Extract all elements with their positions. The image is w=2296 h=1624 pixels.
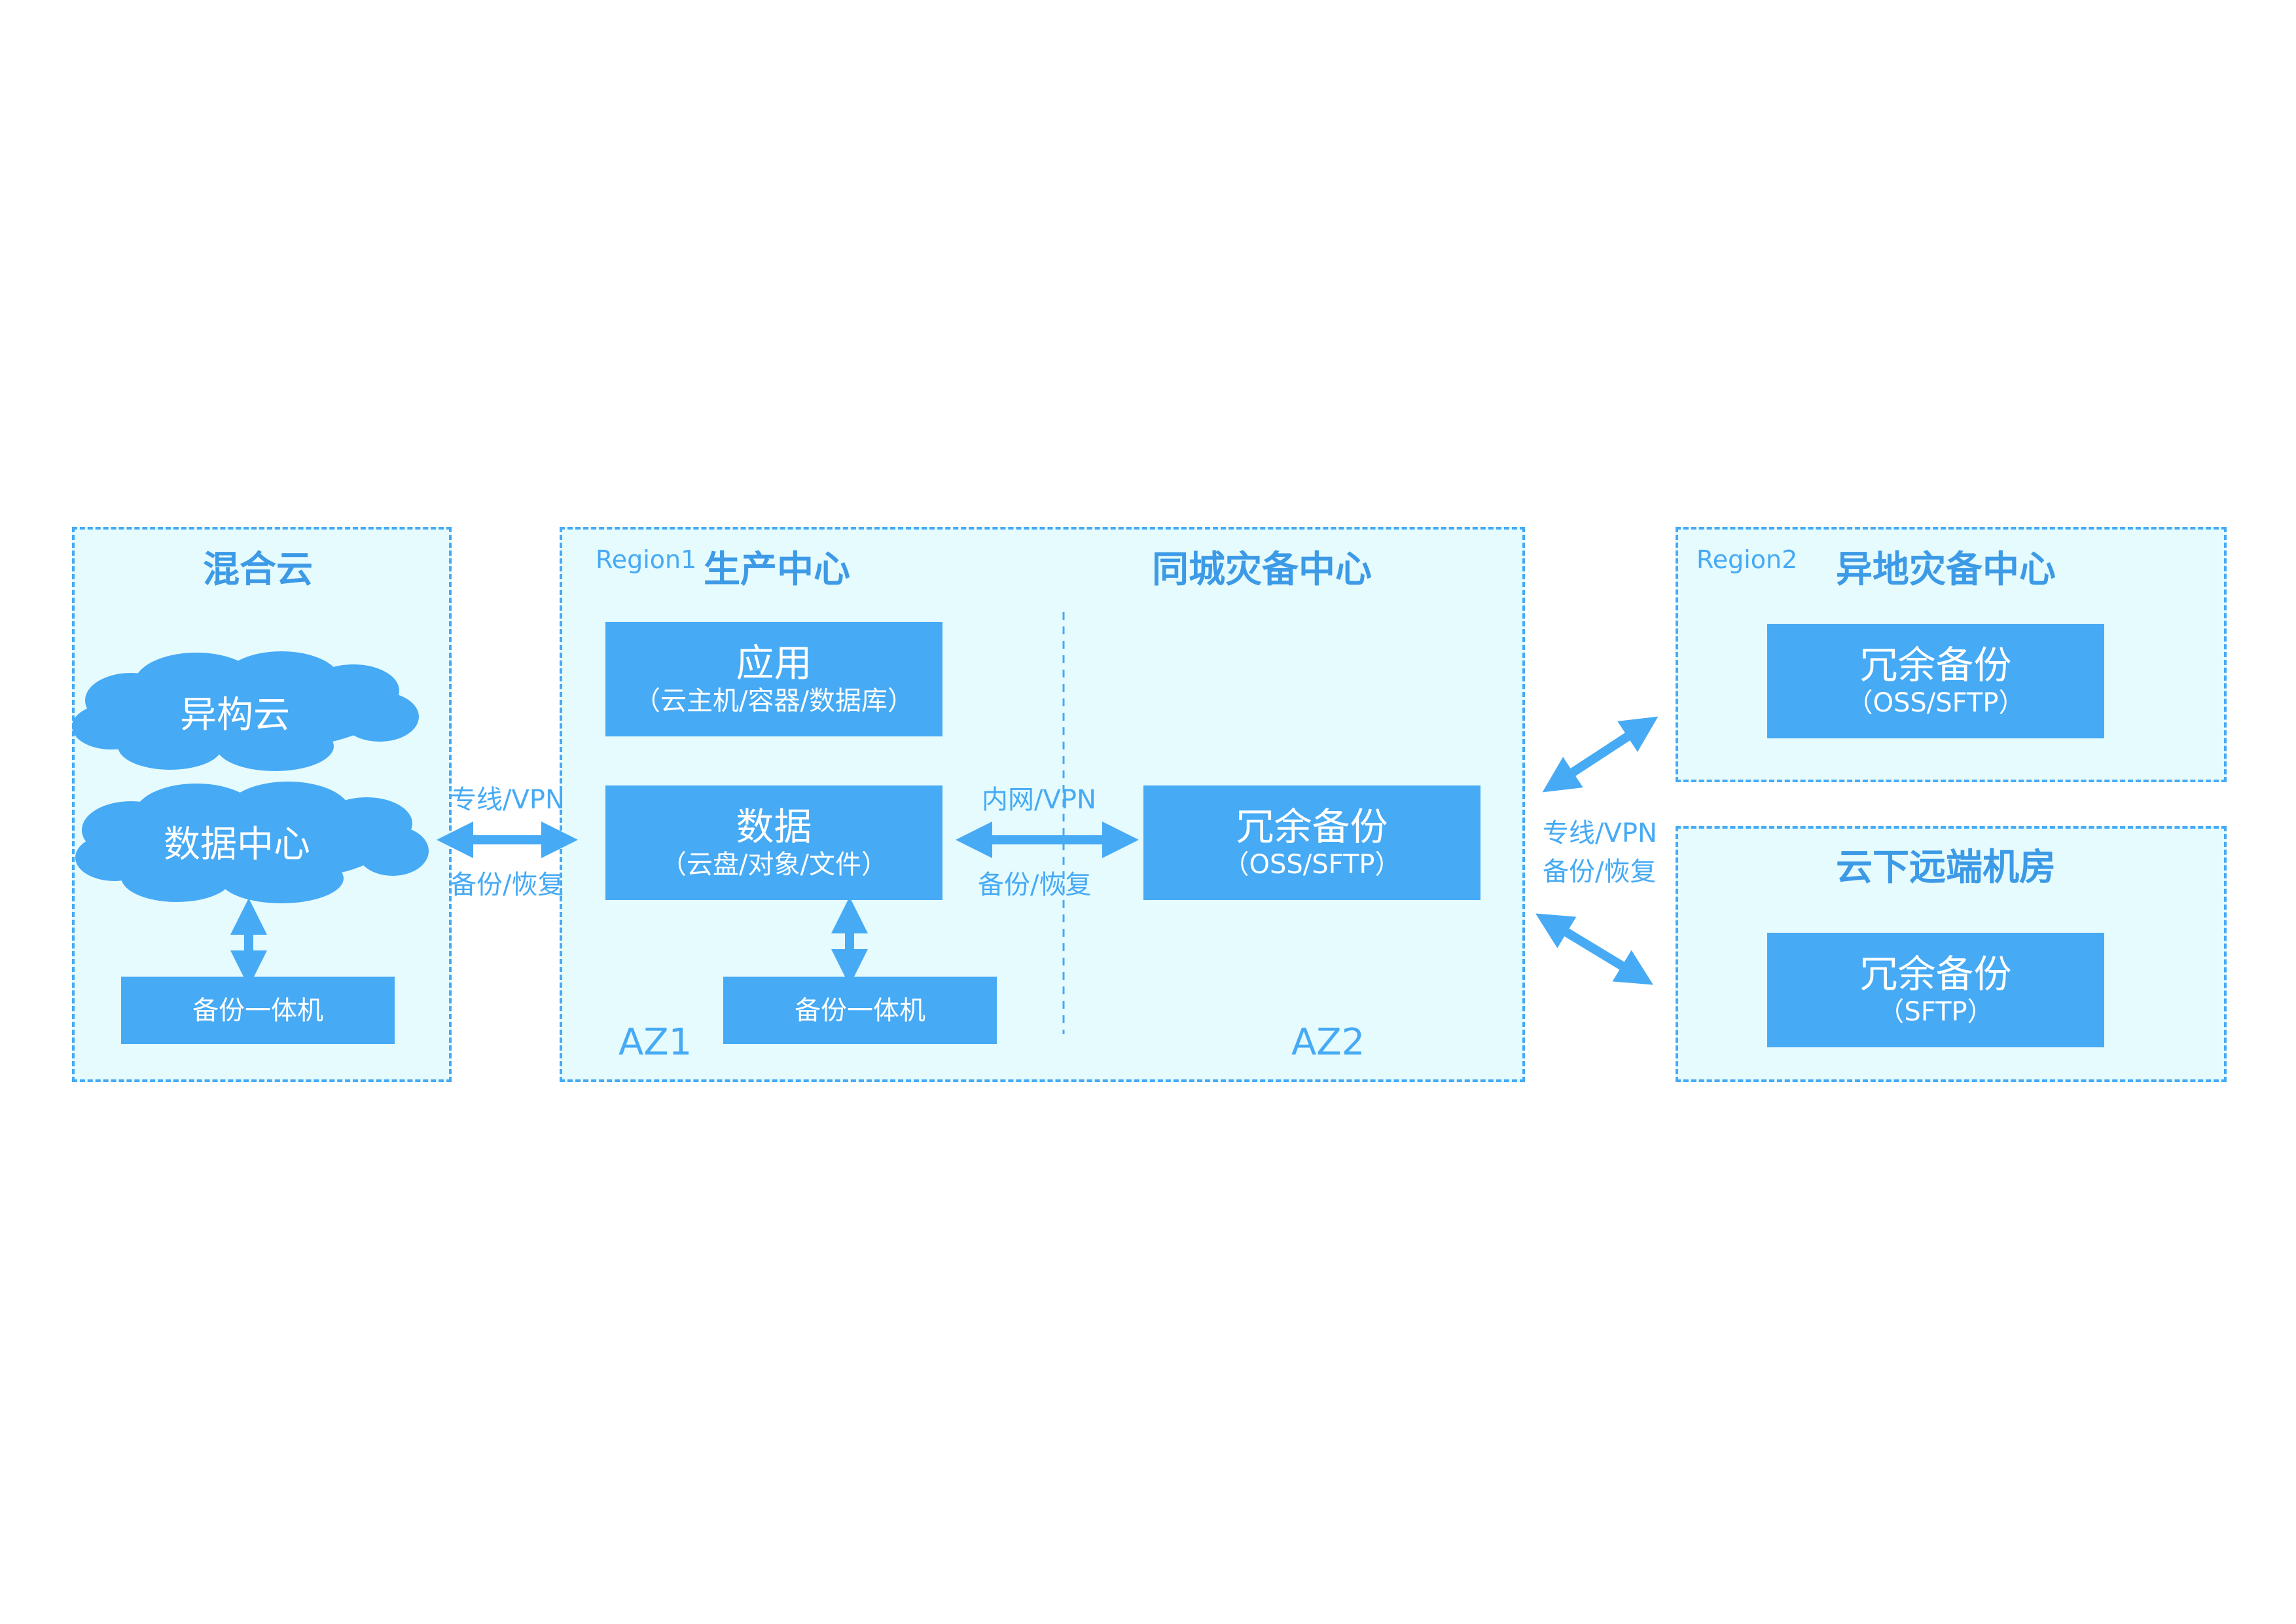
production-appliance-label: 备份一体机	[795, 995, 925, 1026]
data-title: 数据	[736, 804, 812, 850]
application-subtitle: （云主机/容器/数据库）	[634, 685, 914, 716]
cloud-label-hetero: 异构云	[180, 694, 290, 736]
offsite-redundant-backup-box: 冗余备份 （OSS/SFTP）	[1767, 624, 2104, 738]
link-label-dedicated-vpn-right: 专线/VPN	[1543, 818, 1657, 848]
region2-label: Region2	[1696, 545, 1798, 574]
data-box: 数据 （云盘/对象/文件）	[605, 785, 942, 900]
link-label-backup-restore-az: 备份/恢复	[978, 870, 1092, 900]
offsite-dr-title: 异地灾备中心	[1836, 549, 2056, 591]
offsite-redundant-subtitle: （OSS/SFTP）	[1846, 687, 2025, 718]
application-title: 应用	[736, 641, 812, 686]
offsite-redundant-title: 冗余备份	[1859, 643, 2012, 688]
remote-room-redundant-backup-box: 冗余备份 （SFTP）	[1767, 933, 2104, 1047]
same-city-redundant-backup-box: 冗余备份 （OSS/SFTP）	[1143, 785, 1480, 900]
data-subtitle: （云盘/对象/文件）	[660, 849, 888, 880]
cloud-shape-datacenter	[75, 782, 429, 903]
az1-label: AZ1	[619, 1021, 692, 1064]
link-label-intranet-vpn: 内网/VPN	[982, 785, 1096, 815]
hybrid-cloud-title: 混合云	[203, 549, 313, 591]
remote-room-title: 云下远端机房	[1836, 846, 2056, 889]
remote-room-redundant-title: 冗余备份	[1859, 952, 2012, 997]
hybrid-backup-appliance: 备份一体机	[121, 977, 395, 1044]
remote-room-redundant-subtitle: （SFTP）	[1878, 996, 1994, 1027]
production-center-title: 生产中心	[704, 549, 850, 591]
hybrid-appliance-label: 备份一体机	[192, 995, 323, 1026]
link-label-dedicated-vpn-left: 专线/VPN	[450, 785, 565, 815]
same-city-redundant-subtitle: （OSS/SFTP）	[1223, 849, 1401, 880]
az2-label: AZ2	[1291, 1021, 1365, 1064]
arrow-to-remote-room	[1535, 913, 1653, 985]
cloud-shape-hetero	[72, 651, 419, 771]
link-label-backup-restore-right: 备份/恢复	[1543, 857, 1657, 887]
production-backup-appliance: 备份一体机	[723, 977, 997, 1044]
link-label-backup-restore-left: 备份/恢复	[450, 870, 564, 900]
same-city-dr-title: 同城灾备中心	[1152, 549, 1372, 591]
same-city-redundant-title: 冗余备份	[1236, 804, 1388, 850]
arrow-to-offsite	[1542, 716, 1659, 793]
application-box: 应用 （云主机/容器/数据库）	[605, 622, 942, 736]
cloud-label-datacenter: 数据中心	[164, 823, 310, 866]
region1-label: Region1	[596, 545, 697, 574]
